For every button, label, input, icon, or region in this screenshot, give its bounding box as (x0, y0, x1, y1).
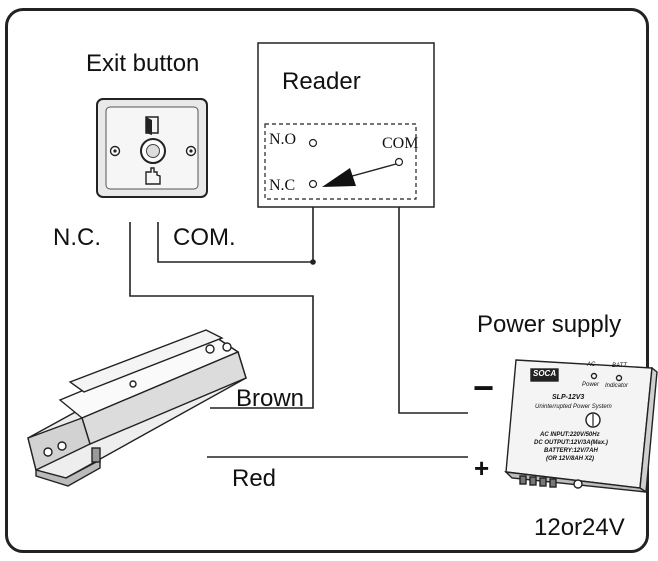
dc-output-spec: DC OUTPUT:12V/3A(Max.) (534, 440, 608, 446)
power-indicator-label: Power (582, 382, 600, 388)
power-supply-title: Power supply (477, 311, 622, 338)
ac-input-spec: AC INPUT:220V/50Hz (540, 432, 600, 438)
brown-wire-label: Brown (236, 385, 305, 412)
plus-sign: + (474, 453, 490, 483)
reader-device (257, 42, 435, 208)
com-label: COM. (173, 224, 236, 251)
reader-nc-terminal: N.C (269, 177, 296, 194)
wire-exit-com (157, 222, 313, 263)
ups-subtitle: Uninterrupted Power System (535, 404, 612, 410)
junction-dot (310, 259, 316, 265)
wire-reader-com (398, 144, 468, 414)
red-wire-label: Red (232, 465, 277, 492)
nc-label: N.C. (53, 224, 101, 251)
brand-logo-text: SOCA (533, 369, 557, 378)
batt-label: BATT. (612, 363, 629, 369)
indicator-label: Indicator (605, 383, 629, 389)
reader-title: Reader (282, 68, 361, 95)
voltage-label: 12or24V (534, 514, 625, 541)
model-label: SLP-12V3 (552, 394, 585, 401)
wire-exit-nc (129, 222, 314, 409)
reader-no-terminal: N.O (269, 131, 297, 148)
battery-alt-spec: (OR 12V/8AH X2) (546, 456, 595, 462)
electric-lock-device (27, 329, 247, 487)
battery-spec: BATTERY:12V/7AH (544, 448, 598, 454)
minus-sign: − (473, 367, 495, 408)
ac-label: AC (587, 362, 596, 368)
power-supply-device (504, 359, 658, 494)
diagram-frame (5, 8, 649, 553)
reader-com-terminal: COM (382, 135, 419, 152)
exit-button-device (96, 98, 208, 198)
exit-button-title: Exit button (86, 50, 200, 77)
